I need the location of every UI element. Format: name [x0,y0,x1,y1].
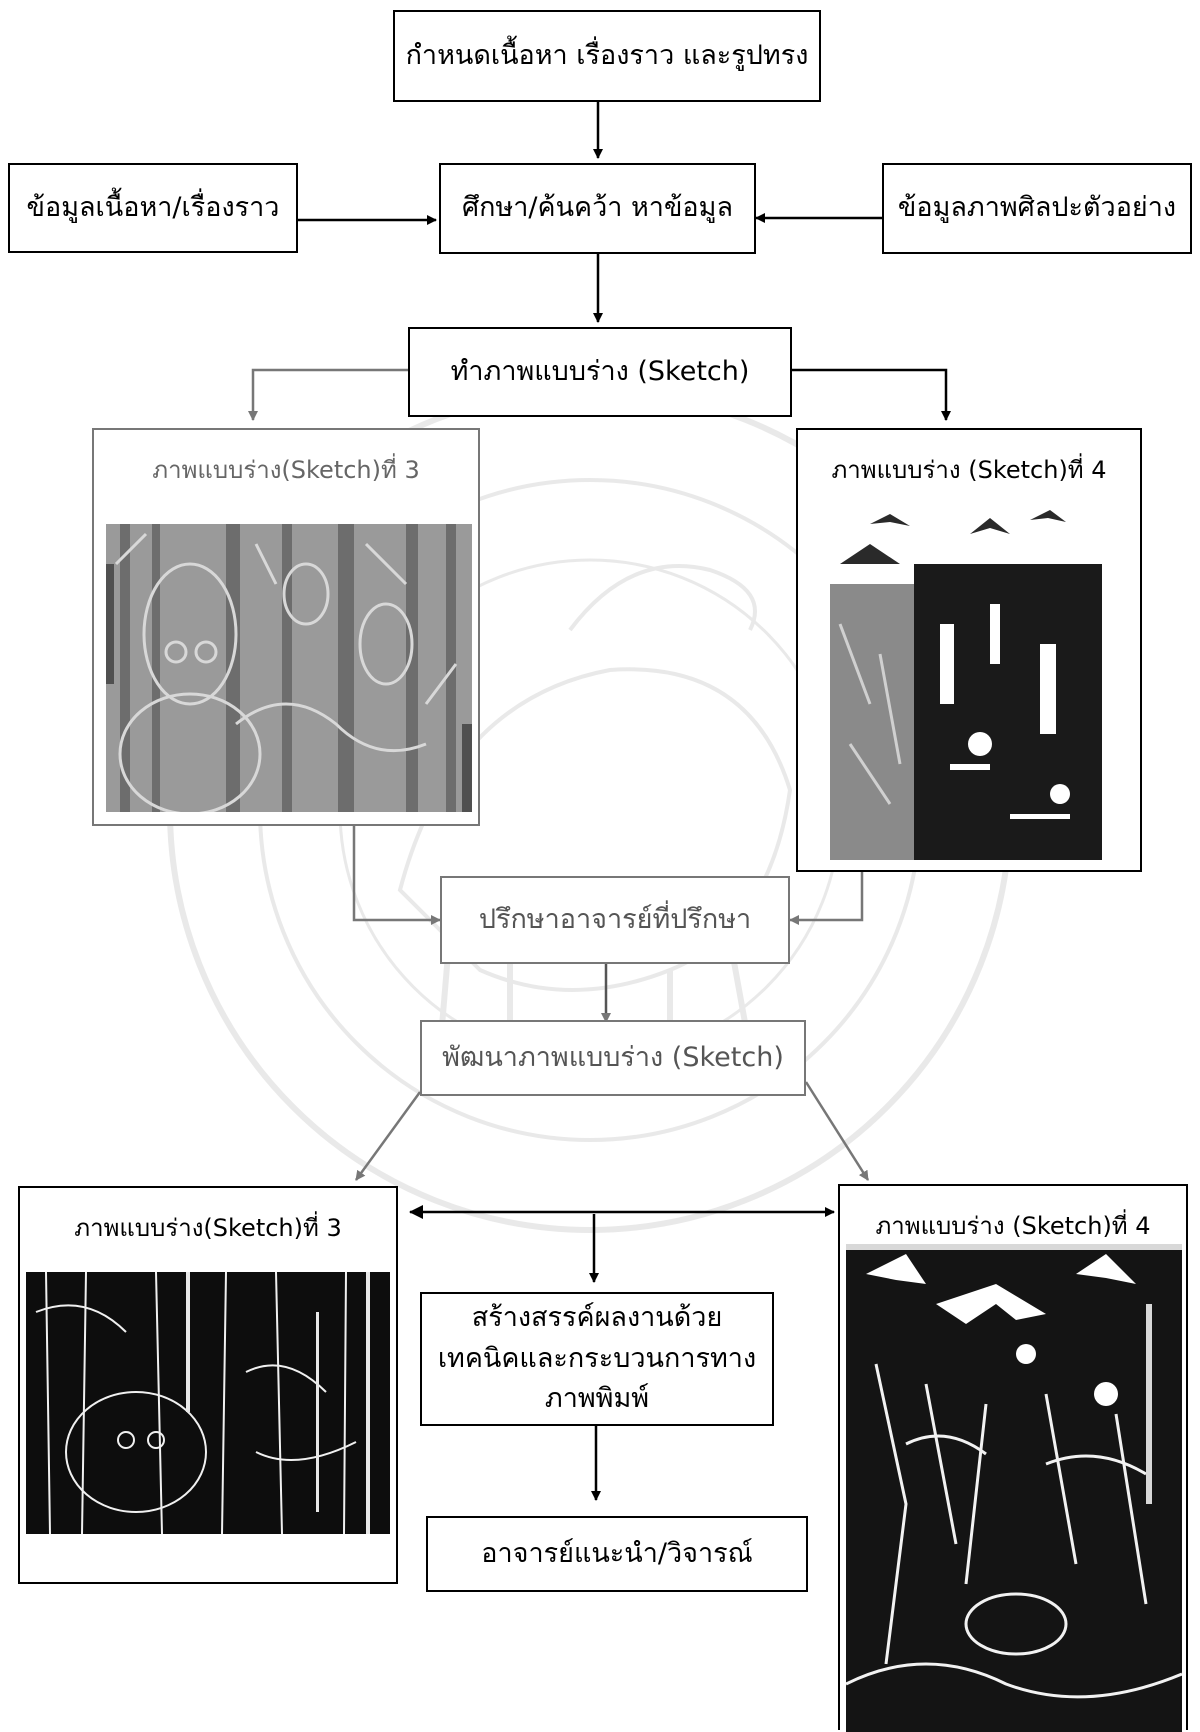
sketch-3-top-panel: ภาพแบบร่าง(Sketch)ที่ 3 [92,428,480,826]
arrow-panel3-consult [352,826,441,925]
sketch-4-bottom-image [846,1244,1182,1732]
arrow-develop-panel4 [804,1081,870,1181]
arrow-develop-panel3 [354,1091,422,1181]
develop-sketch-box: พัฒนาภาพแบบร่าง (Sketch) [420,1020,806,1096]
make-sketch-box: ทำภาพแบบร่าง (Sketch) [408,327,792,417]
arrow-sketch-panel3 [248,368,408,421]
define-content-box: กำหนดเนื้อหา เรื่องราว และรูปทรง [393,10,821,102]
sketch-3-bottom-caption: ภาพแบบร่าง(Sketch)ที่ 3 [74,1214,342,1242]
sketch-4-bottom-panel: ภาพแบบร่าง (Sketch)ที่ 4 [838,1184,1188,1732]
arrow-panel4-consult [789,872,864,925]
sketch-4-top-image [830,504,1102,860]
art-examples-box: ข้อมูลภาพศิลปะตัวอย่าง [882,163,1192,254]
consult-advisor-box: ปรึกษาอาจารย์ที่ปรึกษา [440,876,790,964]
sketch-3-bottom-image [26,1272,390,1534]
research-box: ศึกษา/ค้นคว้า หาข้อมูล [439,163,756,254]
arrow-sketch-panel4 [792,368,951,421]
sketch-3-top-caption: ภาพแบบร่าง(Sketch)ที่ 3 [152,456,420,484]
advisor-review-box: อาจารย์แนะนำ/วิจารณ์ [426,1516,808,1592]
create-artwork-box: สร้างสรรค์ผลงานด้วยเทคนิคและกระบวนการทาง… [420,1292,774,1426]
sketch-4-bottom-caption: ภาพแบบร่าง (Sketch)ที่ 4 [875,1212,1151,1240]
content-info-box: ข้อมูลเนื้อหา/เรื่องราว [8,163,298,253]
sketch-4-top-panel: ภาพแบบร่าง (Sketch)ที่ 4 [796,428,1142,872]
sketch-3-top-image [106,524,472,812]
sketch-3-bottom-panel: ภาพแบบร่าง(Sketch)ที่ 3 [18,1186,398,1584]
sketch-4-top-caption: ภาพแบบร่าง (Sketch)ที่ 4 [831,456,1107,484]
